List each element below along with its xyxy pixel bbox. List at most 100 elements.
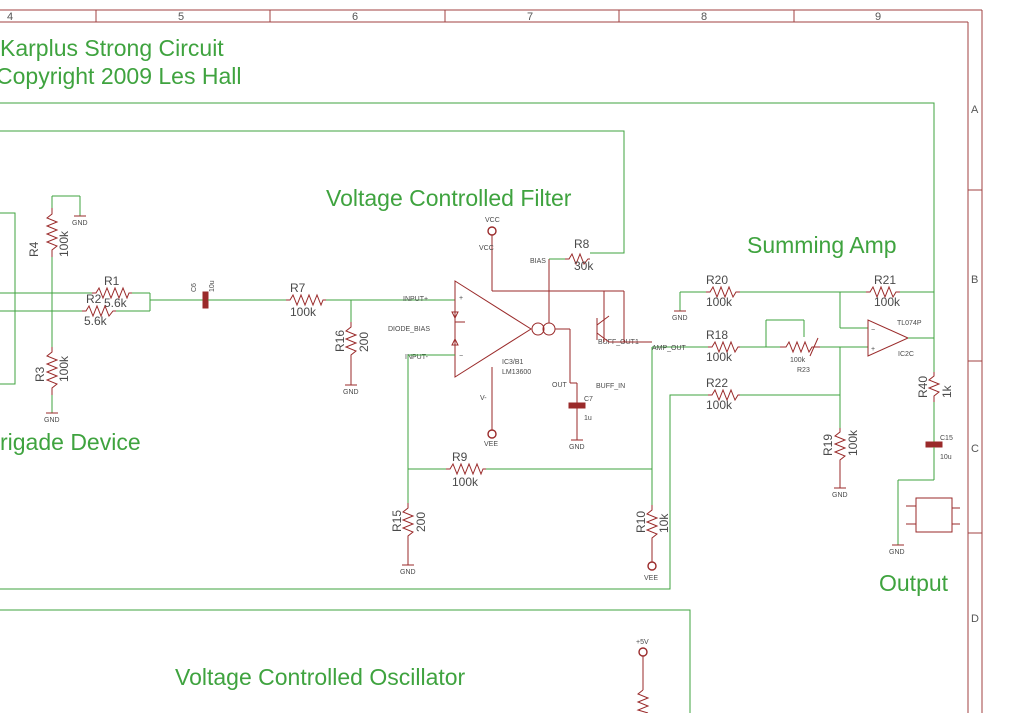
r2-value: 5.6k	[84, 314, 108, 328]
gnd-symbol: GND	[672, 310, 688, 322]
r7-name: R7	[290, 281, 306, 295]
svg-text:GND: GND	[72, 220, 88, 227]
frame-col-label: 6	[352, 11, 358, 23]
gnd-symbol: GND	[400, 564, 416, 576]
svg-text:GND: GND	[832, 492, 848, 499]
r40-value: 1k	[940, 384, 954, 398]
bbd-block-label: rigade Device	[0, 429, 141, 455]
r10-name: R10	[634, 511, 648, 533]
pin-buff-in: BUFF_IN	[596, 383, 625, 390]
r18-value: 100k	[706, 350, 733, 364]
c15-value: 10u	[940, 454, 952, 461]
pin-diode-bias: DIODE_BIAS	[388, 326, 430, 333]
c6-name: C6	[191, 283, 198, 292]
output-jack	[906, 497, 960, 533]
resistor-r4: R4 100k	[27, 208, 71, 257]
resistor-r19: R19 100k	[821, 428, 860, 488]
ic2c-value: TL074P	[897, 320, 922, 327]
resistor-r15: R15 200	[390, 503, 428, 565]
pin-input-minus: INPUT-	[405, 354, 429, 361]
pin-input-plus: INPUT+	[403, 296, 428, 303]
frame-col-label: 5	[178, 11, 184, 23]
r20-name: R20	[706, 273, 728, 287]
pin-out: OUT	[552, 382, 568, 389]
plus5v-symbol: +5V	[636, 639, 650, 713]
r16-value: 200	[357, 332, 371, 352]
resistor-r10: R10 10k	[634, 505, 671, 562]
pin-vcc: VCC	[479, 245, 494, 252]
resistor-r8: R8 30k	[549, 237, 594, 273]
potentiometer-r23: 100k R23	[780, 337, 820, 374]
pin-vee: V-	[480, 395, 487, 402]
svg-text:VEE: VEE	[644, 575, 658, 582]
pin-bias: BIAS	[530, 258, 546, 265]
r8-value: 30k	[574, 259, 594, 273]
buffer-transistor	[492, 290, 652, 343]
vco-block-label: Voltage Controlled Oscillator	[175, 664, 466, 690]
r1-value: 5.6k	[104, 296, 128, 310]
ota-lm13600: + − INPUT+ DIODE_BIAS INPUT- VCC V- BIAS…	[388, 235, 639, 430]
svg-text:GND: GND	[672, 315, 688, 322]
svg-text:+5V: +5V	[636, 639, 649, 646]
resistor-r40: R40 1k	[916, 372, 954, 402]
r21-value: 100k	[874, 295, 901, 309]
c15-name: C15	[940, 435, 953, 442]
opamp-ic2c: − + TL074P IC2C	[867, 319, 922, 358]
resistor-r21: R21 100k	[866, 273, 901, 309]
r18-name: R18	[706, 328, 728, 342]
svg-text:GND: GND	[44, 417, 60, 424]
r23-value: 100k	[790, 357, 806, 364]
block-outlines	[0, 102, 935, 713]
resistor-r1: R1 5.6k	[92, 274, 132, 310]
ota-minus-sign: −	[459, 353, 463, 360]
svg-text:VCC: VCC	[485, 217, 500, 224]
frame-col-label: 7	[527, 11, 533, 23]
gnd-symbol: GND	[889, 544, 905, 556]
r15-value: 200	[414, 512, 428, 532]
r22-name: R22	[706, 376, 728, 390]
r7-value: 100k	[290, 305, 317, 319]
resistor-r22: R22 100k	[706, 376, 740, 412]
summing-amp-label: Summing Amp	[747, 232, 897, 258]
r4-name: R4	[27, 241, 41, 257]
svg-text:GND: GND	[343, 389, 359, 396]
resistor-r9: R9 100k	[446, 450, 486, 489]
r19-name: R19	[821, 434, 835, 456]
svg-text:GND: GND	[889, 549, 905, 556]
c7-value: 1u	[584, 415, 592, 422]
r4-value: 100k	[57, 230, 71, 257]
opamp-minus-sign: −	[871, 327, 875, 334]
r23-name: R23	[797, 367, 810, 374]
capacitor-c6: C6 10u	[191, 280, 286, 309]
r15-name: R15	[390, 510, 404, 532]
copyright-notice: Copyright 2009 Les Hall	[0, 63, 241, 89]
r21-name: R21	[874, 273, 896, 287]
r40-name: R40	[916, 376, 930, 398]
vcc-symbol: VCC	[485, 217, 500, 236]
frame-row-label: B	[971, 274, 978, 286]
drawing-frame: 4 5 6 7 8 9 A B C D	[0, 9, 983, 713]
c6-value: 10u	[209, 280, 216, 292]
r1-name: R1	[104, 274, 120, 288]
frame-col-label: 4	[7, 11, 13, 23]
frame-row-label: D	[971, 613, 979, 625]
gnd-symbol: GND	[343, 384, 359, 396]
opamp-plus-sign: +	[871, 346, 875, 353]
resistor-r2: R2 5.6k	[82, 292, 116, 328]
r2-name: R2	[86, 292, 102, 306]
svg-text:GND: GND	[400, 569, 416, 576]
r8-name: R8	[574, 237, 590, 251]
gnd-symbol: GND	[569, 439, 585, 451]
gnd-symbol: GND	[832, 487, 848, 499]
pin-amp-out: AMP_OUT	[652, 345, 687, 352]
resistor-r7: R7 100k	[286, 281, 326, 319]
ota-plus-sign: +	[459, 295, 463, 302]
r20-value: 100k	[706, 295, 733, 309]
ota-value: LM13600	[502, 369, 531, 376]
frame-row-label: A	[971, 104, 979, 116]
capacitor-c15: C15 10u	[925, 435, 953, 461]
schematic-title: Karplus Strong Circuit	[0, 35, 224, 61]
r19-value: 100k	[846, 429, 860, 456]
output-block-label: Output	[879, 570, 949, 596]
r10-value: 10k	[657, 513, 671, 533]
